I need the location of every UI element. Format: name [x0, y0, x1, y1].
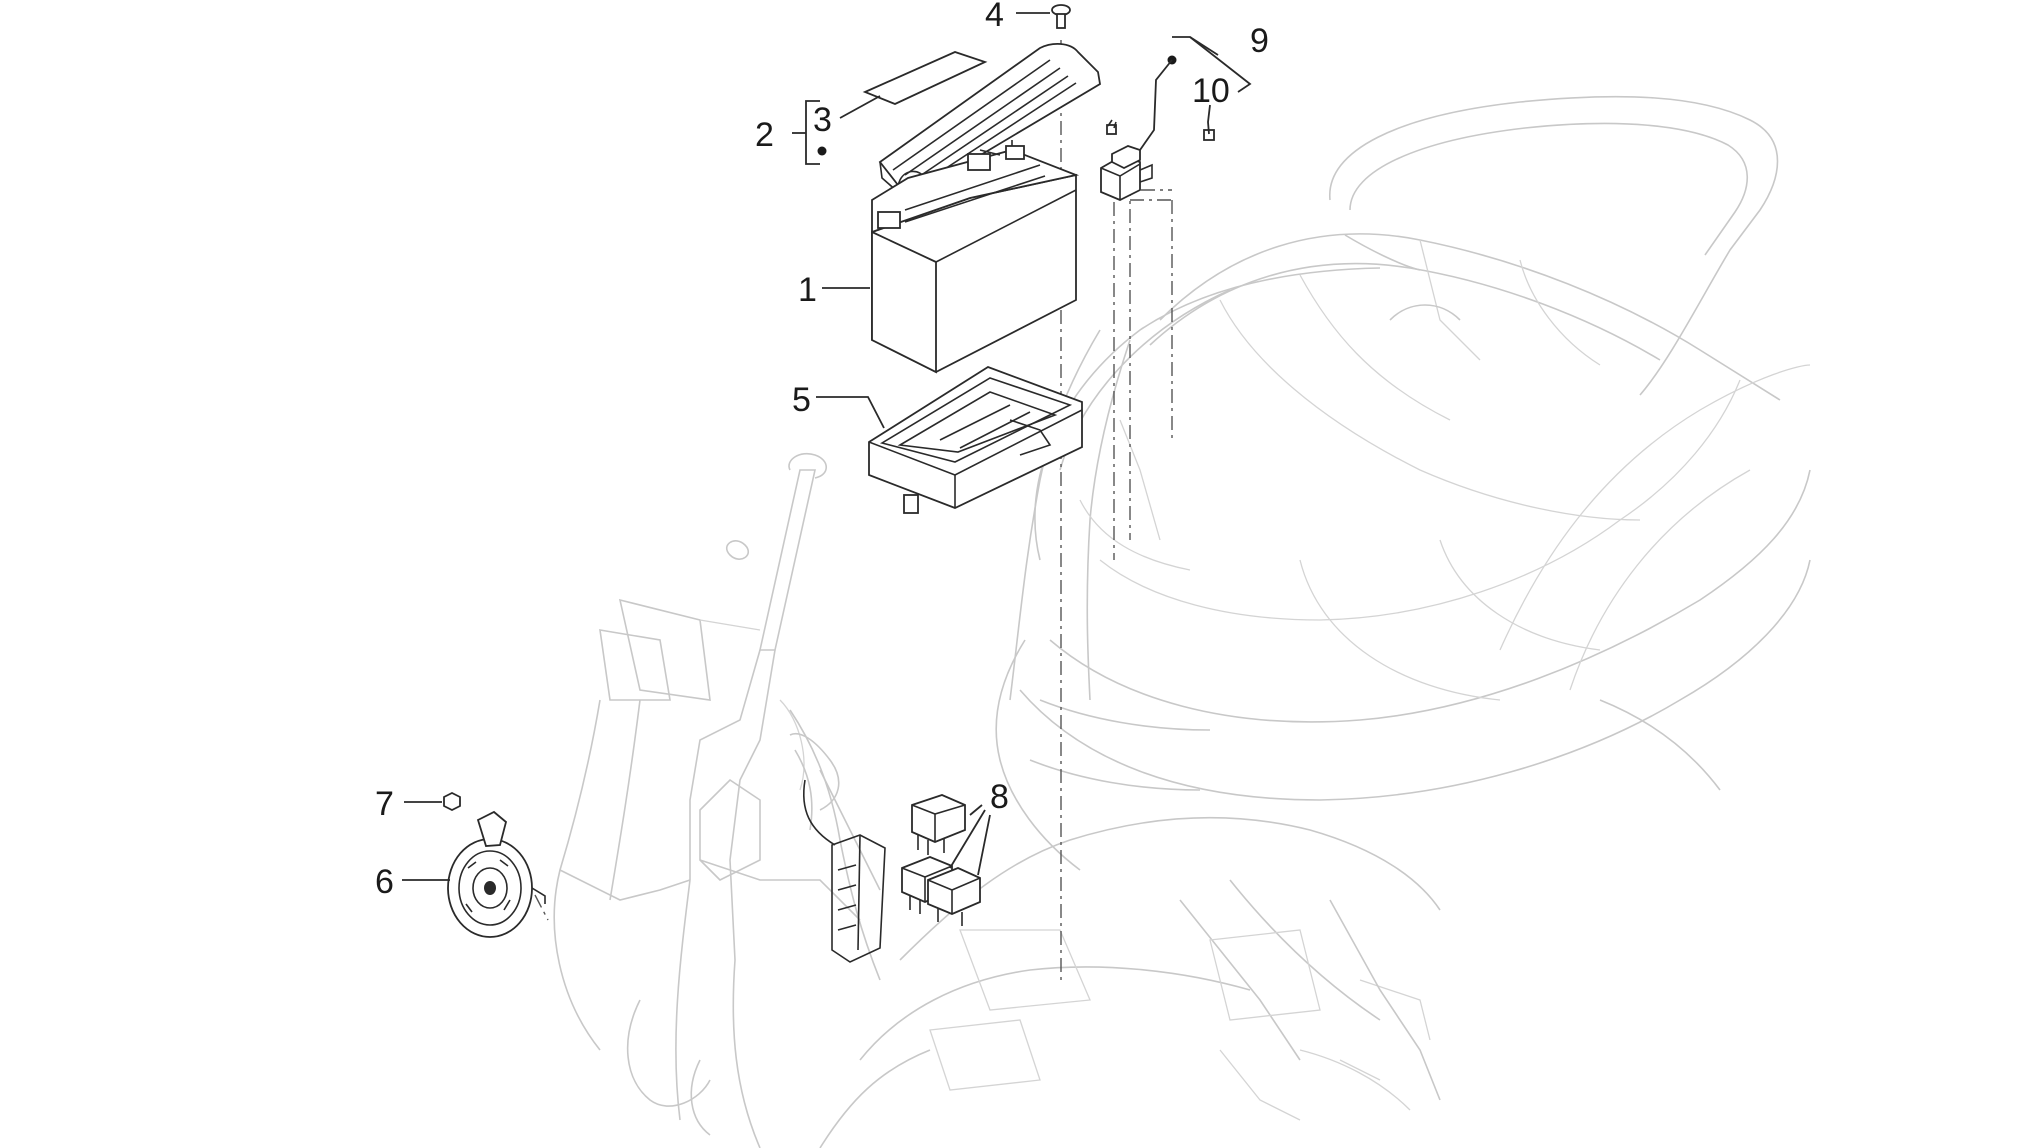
callout-4: 4	[985, 0, 1004, 34]
nut-part	[443, 791, 461, 812]
callout-1: 1	[798, 271, 817, 309]
fuse-box-part	[803, 779, 886, 963]
horn-part	[447, 810, 546, 938]
starter-relay-part	[1100, 119, 1215, 201]
callout-5: 5	[792, 381, 811, 419]
relays-part	[901, 794, 981, 926]
callout-2: 2	[755, 116, 774, 154]
strap-pad-part	[862, 51, 988, 105]
screw-part	[1051, 4, 1071, 29]
callout-labels: 1 2 3 4 5 6 7 8 9 10	[375, 0, 1269, 901]
callout-8: 8	[990, 778, 1009, 816]
callout-leaders	[402, 12, 1252, 881]
battery-tray-part	[868, 366, 1083, 514]
callout-10: 10	[1192, 72, 1230, 110]
callout-9: 9	[1250, 22, 1269, 60]
battery-part	[871, 140, 1080, 374]
scooter-body-outline	[553, 95, 1811, 1148]
callout-7: 7	[375, 785, 394, 823]
callout-3: 3	[813, 101, 832, 139]
callout-6: 6	[375, 863, 394, 901]
